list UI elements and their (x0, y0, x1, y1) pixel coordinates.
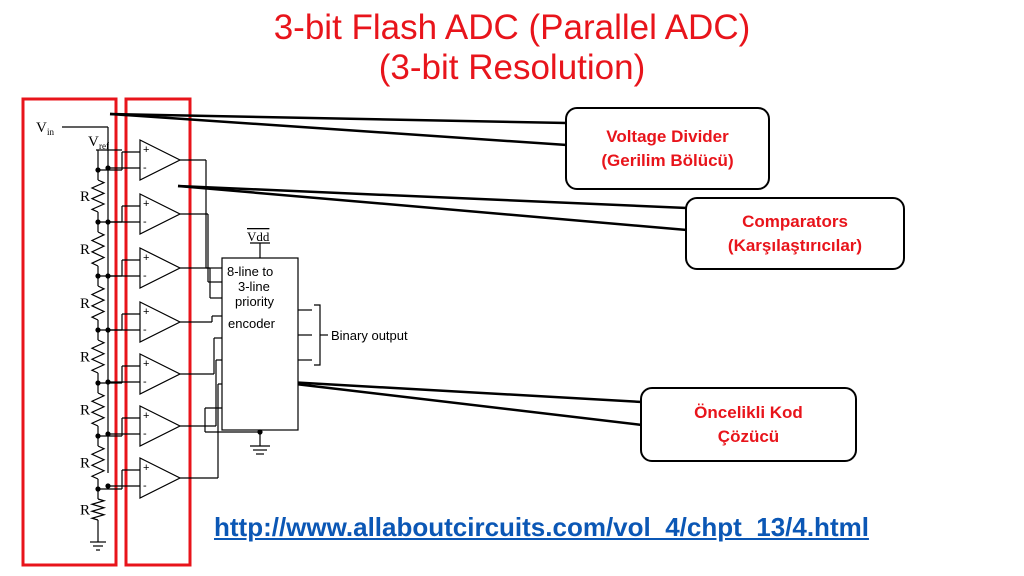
ladder-node-dot (95, 380, 101, 386)
output-bracket (314, 304, 321, 366)
page-title: 3-bit Flash ADC (Parallel ADC) (273, 8, 751, 47)
comparator-minus-sign: - (143, 216, 147, 228)
voltage-divider-callout-line1: Voltage Divider (606, 126, 729, 146)
comparator-plus-sign: + (143, 144, 149, 156)
resistor-label: R (80, 242, 90, 258)
pointer-lines (109, 112, 688, 427)
resistor-label: R (80, 350, 90, 366)
pointer-line-divider-1 (109, 112, 568, 125)
pointer-line-divider-2 (109, 112, 568, 147)
vin-bus-dot (105, 431, 111, 437)
vin-bus-dot (105, 273, 111, 279)
comparators-highlight (124, 97, 192, 567)
pointer-line-encoder-2 (269, 379, 643, 427)
resistor (90, 445, 106, 480)
comparator-minus-sign: - (143, 376, 147, 388)
ladder-node-dot (95, 327, 101, 333)
comparator-plus-sign: + (143, 462, 149, 474)
resistor-label: R (80, 296, 90, 312)
resistor-label: R (80, 189, 90, 205)
vin-bus-dot (105, 327, 111, 333)
resistor-label: R (80, 503, 90, 519)
pointer-line-encoder-1 (269, 379, 643, 404)
vin-bus-dot (105, 379, 111, 385)
vin-bus-dot (105, 483, 111, 489)
resistor-label: R (80, 403, 90, 419)
resistor (90, 285, 106, 321)
vin-bus-dot (105, 165, 111, 171)
circuit-schematic: R R R R R R R + - + - + - + - + - + - + - (62, 126, 328, 551)
comparator (139, 457, 182, 499)
comparator-plus-sign: + (143, 198, 149, 210)
vin-label: V (36, 120, 47, 136)
comparator-minus-sign: - (143, 480, 147, 492)
vref-subscript: ref (99, 141, 109, 151)
voltage-divider-highlight (21, 97, 118, 567)
encoder-callout-line2: Çözücü (717, 426, 780, 446)
ladder-node-dot (95, 219, 101, 225)
ground-node-dot (257, 429, 263, 435)
resistor (89, 498, 107, 521)
comparator (139, 353, 182, 395)
comparator-minus-sign: - (143, 162, 147, 174)
comparators-callout-line1: Comparators (742, 211, 848, 231)
binary-output-label: Binary output (331, 328, 408, 343)
comparator-plus-sign: + (143, 410, 149, 422)
comparator (139, 301, 182, 343)
ladder-node-dot (95, 167, 101, 173)
ladder-node-dot (95, 486, 101, 492)
ladder-node-dot (95, 433, 101, 439)
comparators-callout-line2: (Karşılaştırıcılar) (727, 235, 863, 255)
pointer-line-comparators-2 (177, 184, 688, 232)
comparators-callout: Comparators (Karşılaştırıcılar) (685, 197, 905, 270)
resistor (90, 339, 106, 374)
encoder-label-line1: 8-line to (227, 264, 273, 279)
vin-subscript: in (47, 127, 55, 137)
comparator (139, 193, 182, 235)
comparator-plus-sign: + (143, 358, 149, 370)
encoder-callout: Öncelikli Kod Çözücü (640, 387, 857, 462)
vin-bus-dot (105, 219, 111, 225)
encoder-label-line3: priority (235, 294, 275, 309)
source-link[interactable]: http://www.allaboutcircuits.com/vol_4/ch… (214, 512, 869, 542)
resistor (90, 392, 106, 427)
pointer-line-comparators-1 (177, 184, 688, 210)
comparator-minus-sign: - (143, 270, 147, 282)
comparator-minus-sign: - (143, 324, 147, 336)
encoder-block (221, 257, 299, 431)
page-subtitle: (3-bit Resolution) (378, 48, 646, 87)
encoder-label-line4: encoder (228, 316, 276, 331)
comparator (139, 247, 182, 289)
encoder-label-line2: 3-line (238, 279, 270, 294)
vdd-label: Vdd (247, 229, 270, 244)
comparator-minus-sign: - (143, 428, 147, 440)
resistor (90, 179, 106, 213)
comparator-plus-sign: + (143, 306, 149, 318)
circuit-labels: V in V ref Vdd 8-line to 3-line priority… (36, 120, 408, 343)
comparator-plus-sign: + (143, 252, 149, 264)
vref-label: V (88, 134, 99, 150)
resistor-label: R (80, 456, 90, 472)
voltage-divider-callout: Voltage Divider (Gerilim Bölücü) (565, 107, 770, 190)
comparator (139, 405, 182, 447)
voltage-divider-callout-line2: (Gerilim Bölücü) (601, 150, 734, 170)
ladder-node-dot (95, 273, 101, 279)
comparator (139, 139, 182, 181)
resistor (90, 231, 106, 267)
encoder-callout-line1: Öncelikli Kod (694, 402, 803, 422)
